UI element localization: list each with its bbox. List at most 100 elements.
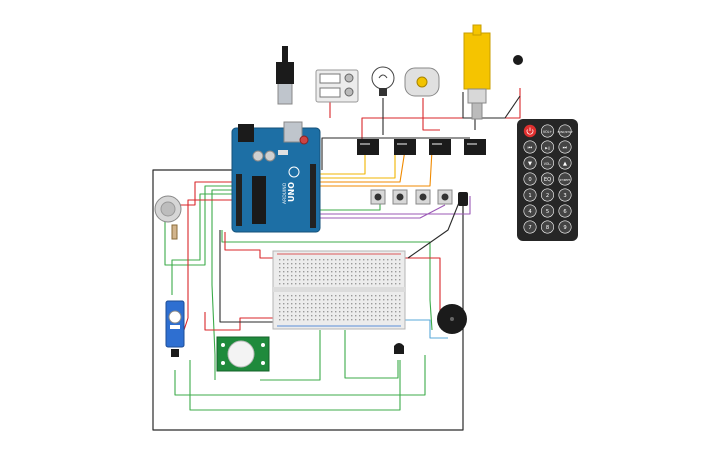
push-button-3[interactable] — [415, 189, 431, 205]
gas-sensor[interactable] — [154, 195, 182, 223]
breadboard-hole — [327, 303, 329, 305]
remote-key-3-1[interactable] — [540, 172, 554, 186]
remote-key-5-0[interactable] — [523, 204, 537, 218]
breadboard-hole — [363, 267, 365, 269]
breadboard-hole — [299, 319, 301, 321]
pir-sensor[interactable] — [216, 336, 270, 372]
push-button-2[interactable] — [392, 189, 408, 205]
breadboard-hole — [347, 315, 349, 317]
breadboard-hole — [351, 315, 353, 317]
breadboard-hole — [323, 275, 325, 277]
wire-green-buzzer — [344, 330, 399, 379]
breadboard-hole — [355, 271, 357, 273]
relay-4[interactable] — [464, 139, 486, 155]
breadboard-hole — [279, 295, 281, 297]
breadboard-hole — [399, 295, 401, 297]
breadboard-hole — [319, 271, 321, 273]
remote-key-label: ⏮ — [528, 145, 533, 151]
remote-key-5-2[interactable] — [558, 204, 572, 218]
breadboard-hole — [279, 319, 281, 321]
breadboard-hole — [319, 299, 321, 301]
piezo-buzzer[interactable] — [437, 304, 467, 334]
breadboard-hole — [379, 279, 381, 281]
remote-key-1-1[interactable] — [540, 140, 554, 154]
ir-receiver-top[interactable] — [513, 55, 523, 65]
light-bulb[interactable] — [371, 66, 395, 96]
temperature-sensor[interactable] — [394, 343, 404, 354]
breadboard-hole — [395, 263, 397, 265]
power-supply[interactable] — [315, 69, 359, 103]
breadboard-hole — [323, 307, 325, 309]
breadboard-hole — [351, 283, 353, 285]
remote-key-5-1[interactable] — [540, 204, 554, 218]
remote-key-2-0[interactable] — [523, 156, 537, 170]
breadboard-hole — [395, 299, 397, 301]
remote-key-6-1[interactable] — [540, 220, 554, 234]
breadboard-hole — [395, 315, 397, 317]
gear-motor[interactable] — [463, 24, 491, 120]
breadboard-hole — [387, 311, 389, 313]
breadboard-hole — [399, 307, 401, 309]
breadboard-hole — [303, 267, 305, 269]
wire-dark-breadboard-right — [407, 199, 461, 259]
remote-key-3-0[interactable] — [523, 172, 537, 186]
servo-motor[interactable] — [165, 300, 185, 357]
breadboard-hole — [319, 311, 321, 313]
breadboard-hole — [347, 267, 349, 269]
remote-key-label: 5 — [546, 209, 549, 215]
remote-key-1-0[interactable] — [523, 140, 537, 154]
breadboard-hole — [311, 271, 313, 273]
breadboard-hole — [311, 263, 313, 265]
breadboard-hole — [311, 267, 313, 269]
breadboard-hole — [279, 299, 281, 301]
wire-black-relays — [321, 137, 470, 170]
breadboard-hole — [315, 311, 317, 313]
resistor — [171, 224, 178, 240]
remote-key-0-1[interactable] — [540, 124, 554, 138]
relay-1[interactable] — [357, 139, 379, 155]
relay-2[interactable] — [394, 139, 416, 155]
breadboard-hole — [363, 299, 365, 301]
breadboard-hole — [367, 311, 369, 313]
breadboard-hole — [303, 295, 305, 297]
dc-motor[interactable] — [404, 67, 440, 97]
remote-key-6-0[interactable] — [523, 220, 537, 234]
remote-key-6-2[interactable] — [558, 220, 572, 234]
breadboard-hole — [303, 275, 305, 277]
breadboard-hole — [383, 275, 385, 277]
breadboard-hole — [283, 283, 285, 285]
breadboard[interactable] — [272, 250, 406, 330]
breadboard-hole — [303, 315, 305, 317]
push-button-4[interactable] — [437, 189, 453, 205]
breadboard-hole — [295, 303, 297, 305]
breadboard-hole — [287, 299, 289, 301]
ir-sensor[interactable] — [458, 192, 468, 206]
breadboard-hole — [331, 271, 333, 273]
power-icon — [526, 127, 534, 135]
remote-key-2-1[interactable] — [540, 156, 554, 170]
breadboard-hole — [395, 311, 397, 313]
push-button-1[interactable] — [370, 189, 386, 205]
remote-key-4-1[interactable] — [540, 188, 554, 202]
arduino-uno[interactable]: UNO ARDUINO — [231, 121, 321, 233]
remote-key-label: 8 — [546, 225, 549, 231]
breadboard-hole — [311, 275, 313, 277]
breadboard-hole — [363, 319, 365, 321]
remote-key-0-2[interactable] — [558, 124, 572, 138]
remote-key-label: ▶︎|| — [545, 146, 550, 150]
breadboard-hole — [383, 311, 385, 313]
remote-key-2-2[interactable] — [558, 156, 572, 170]
wire-green-servo — [171, 193, 232, 295]
breadboard-hole — [379, 271, 381, 273]
relay-3[interactable] — [429, 139, 451, 155]
breadboard-hole — [291, 279, 293, 281]
remote-key-1-2[interactable] — [558, 140, 572, 154]
breadboard-hole — [363, 259, 365, 261]
remote-key-4-0[interactable] — [523, 188, 537, 202]
remote-key-3-2[interactable] — [558, 172, 572, 186]
breadboard-hole — [339, 315, 341, 317]
breadboard-hole — [287, 259, 289, 261]
breadboard-hole — [399, 303, 401, 305]
remote-key-4-2[interactable] — [558, 188, 572, 202]
